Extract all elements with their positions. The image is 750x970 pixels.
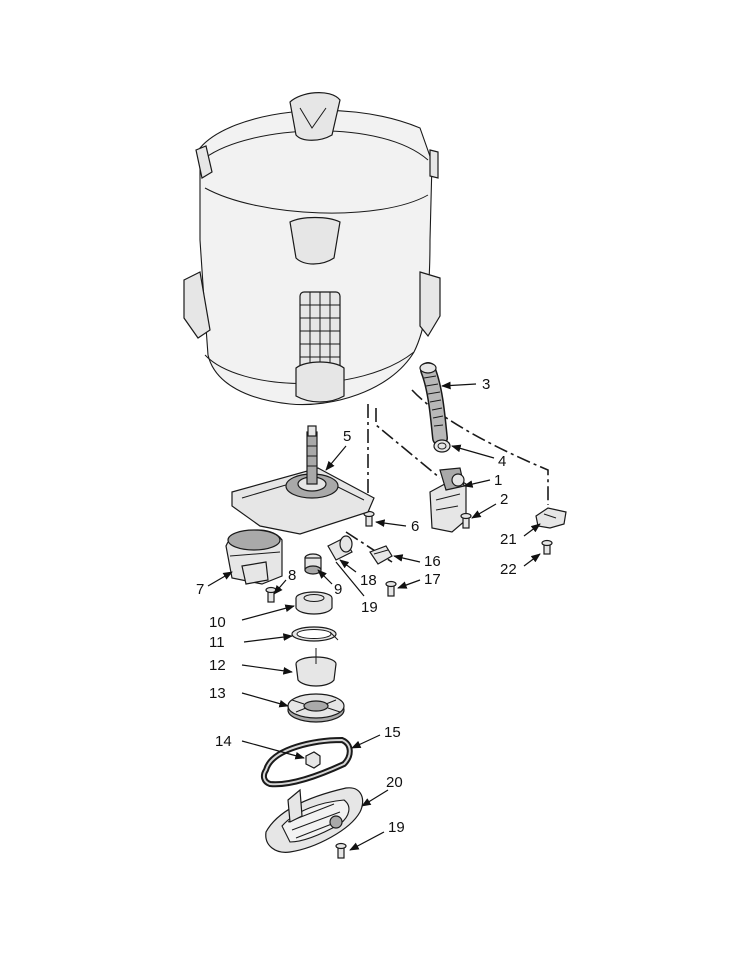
callout-20: 20	[386, 774, 403, 791]
screw-2	[460, 512, 472, 529]
callout-7: 7	[196, 581, 204, 598]
callout-17: 17	[424, 571, 441, 588]
pulley	[287, 693, 345, 723]
sleeve	[327, 535, 353, 561]
callout-2: 2	[500, 491, 508, 508]
hose-bracket	[535, 507, 567, 529]
drain-pump	[429, 467, 467, 533]
callout-6: 6	[411, 518, 419, 535]
callout-4: 4	[498, 453, 506, 470]
lid-switch	[369, 545, 393, 565]
callouts: 1 2 3 4 5 6 7 8 9 10 11 12 13	[196, 376, 541, 851]
base-pan	[265, 787, 364, 853]
gearcase-plate	[231, 425, 375, 535]
motor	[225, 529, 283, 585]
callout-1: 1	[494, 472, 502, 489]
callout-5: 5	[343, 428, 351, 445]
callout-10: 10	[209, 614, 226, 631]
callout-19-upper: 19	[361, 599, 378, 616]
callout-11: 11	[209, 634, 225, 651]
callout-18: 18	[360, 572, 377, 589]
callout-19-lower: 19	[388, 819, 405, 836]
clutch	[295, 648, 337, 687]
callout-22: 22	[500, 561, 517, 578]
screw-17	[385, 580, 397, 597]
callout-13: 13	[209, 685, 226, 702]
callout-3: 3	[482, 376, 490, 393]
drain-hose	[419, 362, 448, 446]
hose-clamp	[433, 439, 451, 453]
screw-8	[265, 586, 277, 603]
callout-8: 8	[288, 567, 296, 584]
callout-16: 16	[424, 553, 441, 570]
drive-belt	[260, 736, 353, 788]
callout-15: 15	[384, 724, 401, 741]
hub	[295, 591, 333, 615]
screw-22	[541, 539, 553, 555]
screw-19b	[335, 842, 347, 859]
coupling	[304, 553, 322, 575]
hex-nut	[305, 751, 321, 769]
screw-6	[363, 510, 375, 527]
callout-12: 12	[209, 657, 226, 674]
callout-9: 9	[334, 581, 342, 598]
callout-14: 14	[215, 733, 232, 750]
retaining-ring	[291, 626, 339, 642]
callout-21: 21	[500, 531, 517, 548]
wash-tub	[183, 92, 441, 406]
